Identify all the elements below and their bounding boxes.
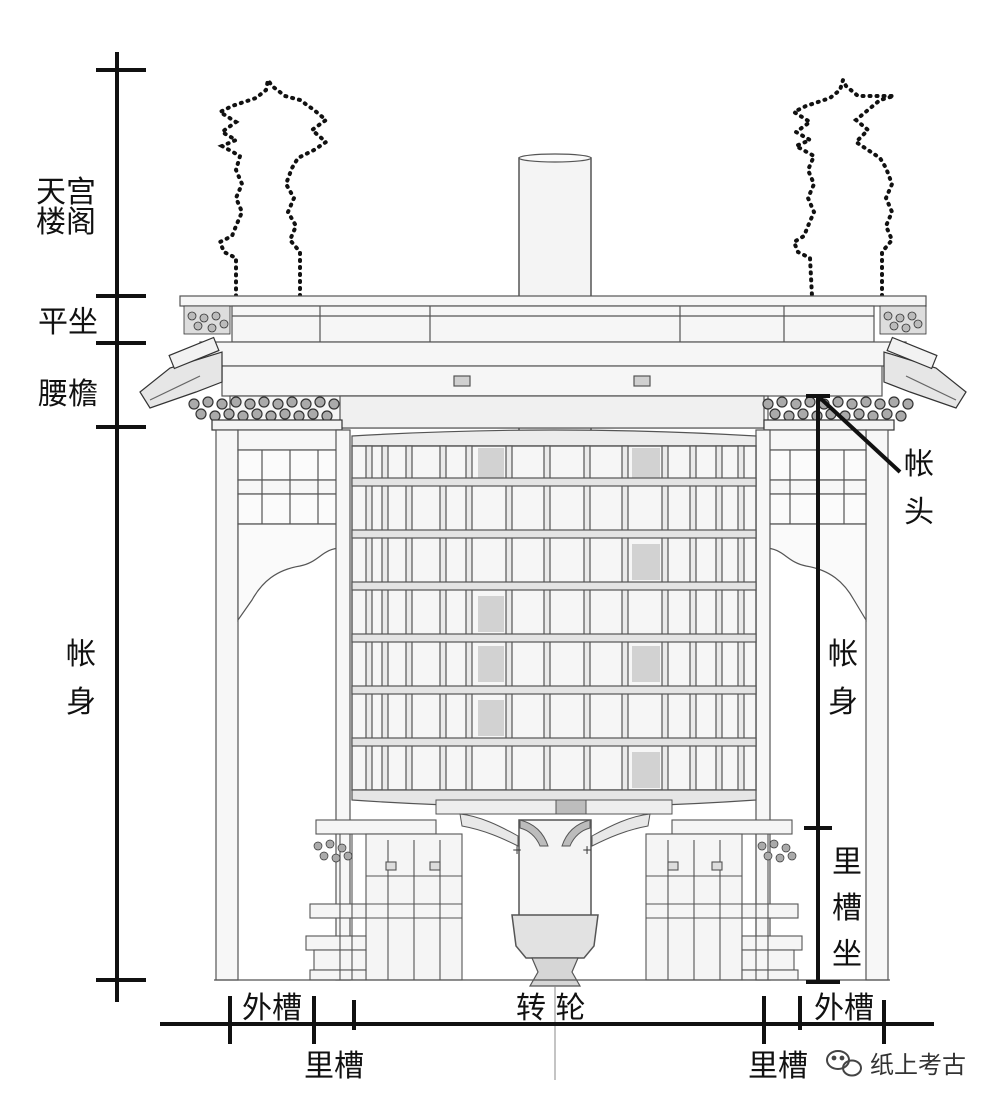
eaves-left <box>139 336 343 431</box>
label-tiangong-line2: 楼阁 <box>36 205 96 240</box>
label-licao-right: 里槽 <box>748 1049 808 1084</box>
revolving-drum: + + <box>351 429 757 857</box>
label-waicao-right: 外槽 <box>814 991 874 1026</box>
label-zhuanlun: 转 轮 <box>516 991 586 1026</box>
inner-base-left <box>305 819 463 981</box>
label-zhangshen-right-1: 帐 <box>828 637 858 672</box>
height-dimension-line-left <box>96 52 146 1002</box>
eaves-right <box>762 336 967 431</box>
zhangtou-leader-line <box>816 394 902 474</box>
bracket-sets-upper-left <box>183 305 231 335</box>
svg-text:+: + <box>512 843 522 857</box>
label-tiangong-line1: 天宫 <box>36 175 96 210</box>
label-licaozuo-2: 槽 <box>832 891 862 926</box>
label-zhangtou-1: 帐 <box>904 447 934 482</box>
outer-frame-left <box>215 429 351 981</box>
inner-base-right <box>645 819 803 981</box>
bracket-sets-upper-right <box>879 305 927 335</box>
tiangong-pavilion-right-outline <box>789 74 895 298</box>
label-pingzuo: 平坐 <box>38 305 98 340</box>
svg-text:+: + <box>582 843 592 857</box>
label-zhangshen-left-2: 身 <box>66 685 96 720</box>
label-zhangshen-right-2: 身 <box>828 685 858 720</box>
wechat-icon <box>826 1050 862 1077</box>
outer-frame-right <box>755 429 889 981</box>
label-zhangtou-2: 头 <box>904 495 934 530</box>
label-zhangshen-left-1: 帐 <box>66 637 96 672</box>
label-waicao-left: 外槽 <box>242 991 302 1026</box>
label-licao-left: 里槽 <box>304 1049 364 1084</box>
label-licaozuo-3: 坐 <box>832 937 862 972</box>
label-yaoyan: 腰檐 <box>38 377 98 412</box>
label-licaozuo-1: 里 <box>832 845 862 880</box>
tiangong-pavilion-left-outline <box>215 74 330 298</box>
width-dimension-line <box>160 996 934 1044</box>
pingzuo-platform <box>179 295 927 429</box>
watermark-text: 纸上考古 <box>870 1051 966 1079</box>
